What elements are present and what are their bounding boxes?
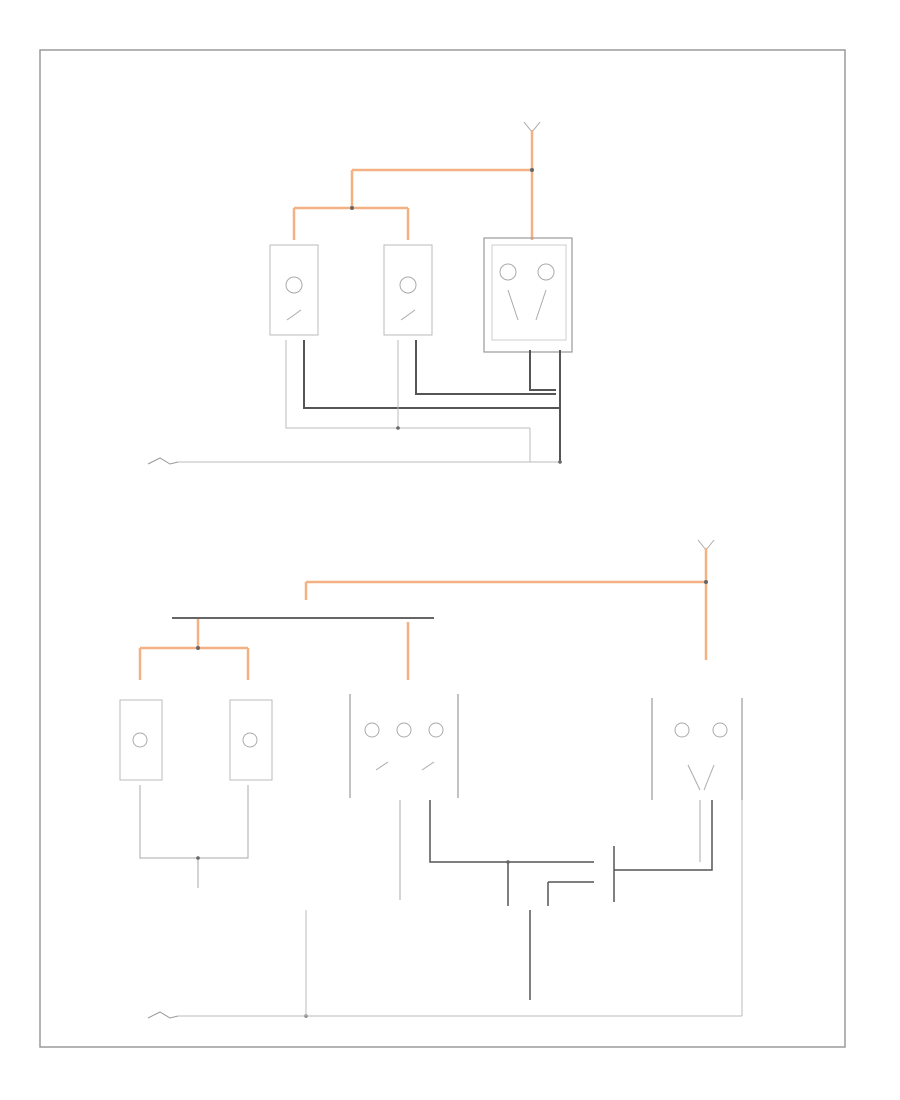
lower-power-wires <box>138 548 708 680</box>
lower-splices-2 <box>196 856 510 1018</box>
lower-splices <box>196 580 708 650</box>
lower-left-lamp <box>119 699 163 781</box>
upper-splices <box>350 168 534 210</box>
lower-map-lamp-assembly <box>651 698 743 800</box>
upper-section <box>147 121 573 465</box>
lower-center-lamp-assembly <box>349 694 459 798</box>
upper-right-lamp <box>383 244 433 336</box>
upper-door-switch-symbol <box>147 457 179 465</box>
lower-lamp-wires <box>139 785 701 900</box>
upper-power-wires <box>292 130 534 240</box>
lower-section <box>119 539 743 1019</box>
upper-signal-splices <box>396 426 562 464</box>
lower-signal-wires <box>178 800 743 1017</box>
diagram-frame <box>39 49 846 1048</box>
lower-door-switch-symbol <box>147 1011 179 1019</box>
lower-right-lamp <box>229 699 273 781</box>
upper-map-lamp-assembly <box>483 237 573 353</box>
lower-ground-wires <box>429 800 713 1000</box>
upper-ground-wires <box>303 340 561 462</box>
upper-left-lamp <box>269 244 319 336</box>
upper-signal-wires <box>178 340 560 463</box>
